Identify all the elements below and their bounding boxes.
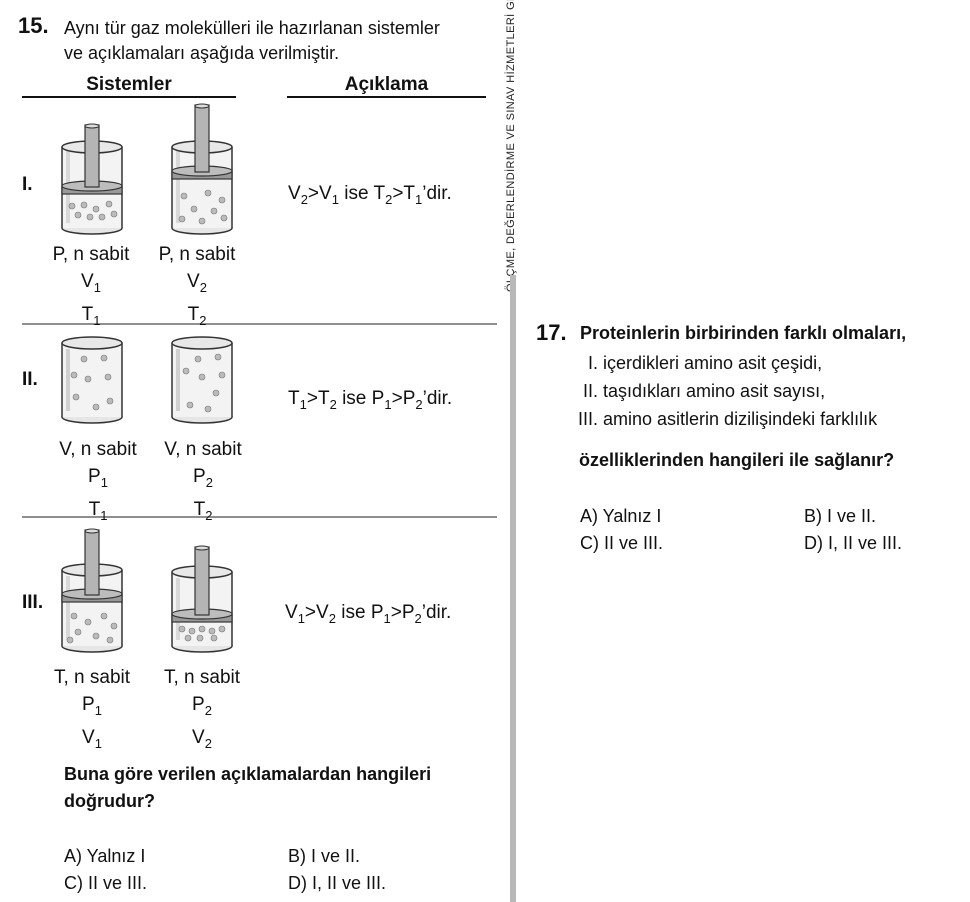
- side-watermark-text: ÖLÇME, DEĞERLENDİRME VE SINAV HİZMETLERİ…: [505, 0, 517, 292]
- caption-variable: V2: [187, 271, 207, 295]
- caption-condition: T, n sabit: [163, 667, 241, 688]
- row-separator: [22, 323, 497, 325]
- q17-item-3: III. amino asitlerin dizilişindeki farkl…: [578, 409, 878, 429]
- q17-option-c[interactable]: C) II ve III.: [580, 533, 664, 553]
- row-1-right-caption: P, n sabit V2 T2: [137, 241, 257, 334]
- closed-container-icon: [171, 336, 233, 424]
- column-divider: [510, 275, 516, 902]
- q15-option-d[interactable]: D) I, II ve III.: [288, 873, 387, 893]
- row-3-label: III.: [22, 592, 44, 613]
- row-3-left-caption: T, n sabit P1 V1: [32, 664, 152, 757]
- question-15-prompt-line1: Buna göre verilen açıklamalardan hangile…: [64, 764, 432, 784]
- piston-cylinder-icon: [61, 528, 123, 653]
- question-15-prompt-line2: doğrudur?: [64, 791, 155, 811]
- caption-condition: P, n sabit: [52, 244, 130, 265]
- row-2-label: II.: [22, 369, 38, 390]
- caption-variable: T2: [187, 303, 207, 328]
- row-1-description: V2>V1 ise T2>T1’dir.: [288, 183, 452, 207]
- row-1-left-caption: P, n sabit V1 T1: [31, 241, 151, 334]
- question-17-stem: Proteinlerin birbirinden farklı olmaları…: [580, 323, 907, 343]
- question-15-number: 15.: [18, 13, 49, 38]
- caption-condition: P, n sabit: [158, 244, 236, 265]
- caption-condition: T, n sabit: [53, 667, 131, 688]
- q17-option-b[interactable]: B) I ve II.: [804, 506, 877, 526]
- caption-variable: V1: [82, 726, 102, 751]
- row-2-description: T1>T2 ise P1>P2’dir.: [288, 388, 453, 412]
- header-description-rule: [287, 96, 486, 98]
- caption-condition: V, n sabit: [164, 439, 242, 460]
- caption-variable: P2: [192, 694, 212, 718]
- q15-option-b[interactable]: B) I ve II.: [288, 846, 361, 866]
- header-systems-rule: [22, 96, 236, 98]
- caption-variable: T2: [193, 498, 213, 523]
- row-2-right-caption: V, n sabit P2 T2: [143, 436, 263, 529]
- question-15-stem-line1: Aynı tür gaz molekülleri ile hazırlanan …: [64, 18, 440, 38]
- q17-item-1: I. içerdikleri amino asit çeşidi,: [588, 353, 823, 373]
- row-separator: [22, 516, 497, 518]
- caption-variable: T1: [88, 498, 108, 523]
- caption-variable: V2: [192, 726, 212, 751]
- q17-option-d[interactable]: D) I, II ve III.: [804, 533, 903, 553]
- q17-item-2: II. taşıdıkları amino asit sayısı,: [583, 381, 826, 401]
- caption-condition: V, n sabit: [59, 439, 137, 460]
- row-3-right-caption: T, n sabit P2 V2: [142, 664, 262, 757]
- caption-variable: T1: [81, 303, 101, 328]
- caption-variable: P2: [193, 466, 213, 490]
- row-3-description: V1>V2 ise P1>P2’dir.: [285, 602, 452, 626]
- closed-container-icon: [61, 336, 123, 424]
- row-2-left-caption: V, n sabit P1 T1: [38, 436, 158, 529]
- caption-variable: V1: [81, 271, 101, 295]
- header-description: Açıklama: [344, 74, 429, 95]
- row-1-label: I.: [22, 174, 33, 195]
- question-17-prompt: özelliklerinden hangileri ile sağlanır?: [579, 450, 895, 470]
- piston-cylinder-icon: [171, 545, 233, 653]
- q15-option-c[interactable]: C) II ve III.: [64, 873, 148, 893]
- question-17-number: 17.: [536, 320, 567, 345]
- caption-variable: P1: [88, 466, 108, 490]
- caption-variable: P1: [82, 694, 102, 718]
- q17-option-a[interactable]: A) Yalnız I: [580, 506, 662, 526]
- question-15-stem-line2: ve açıklamaları aşağıda verilmiştir.: [64, 43, 340, 63]
- piston-cylinder-icon: [61, 123, 123, 235]
- piston-cylinder-icon: [171, 103, 233, 235]
- q15-option-a[interactable]: A) Yalnız I: [64, 846, 146, 866]
- header-systems: Sistemler: [86, 74, 172, 95]
